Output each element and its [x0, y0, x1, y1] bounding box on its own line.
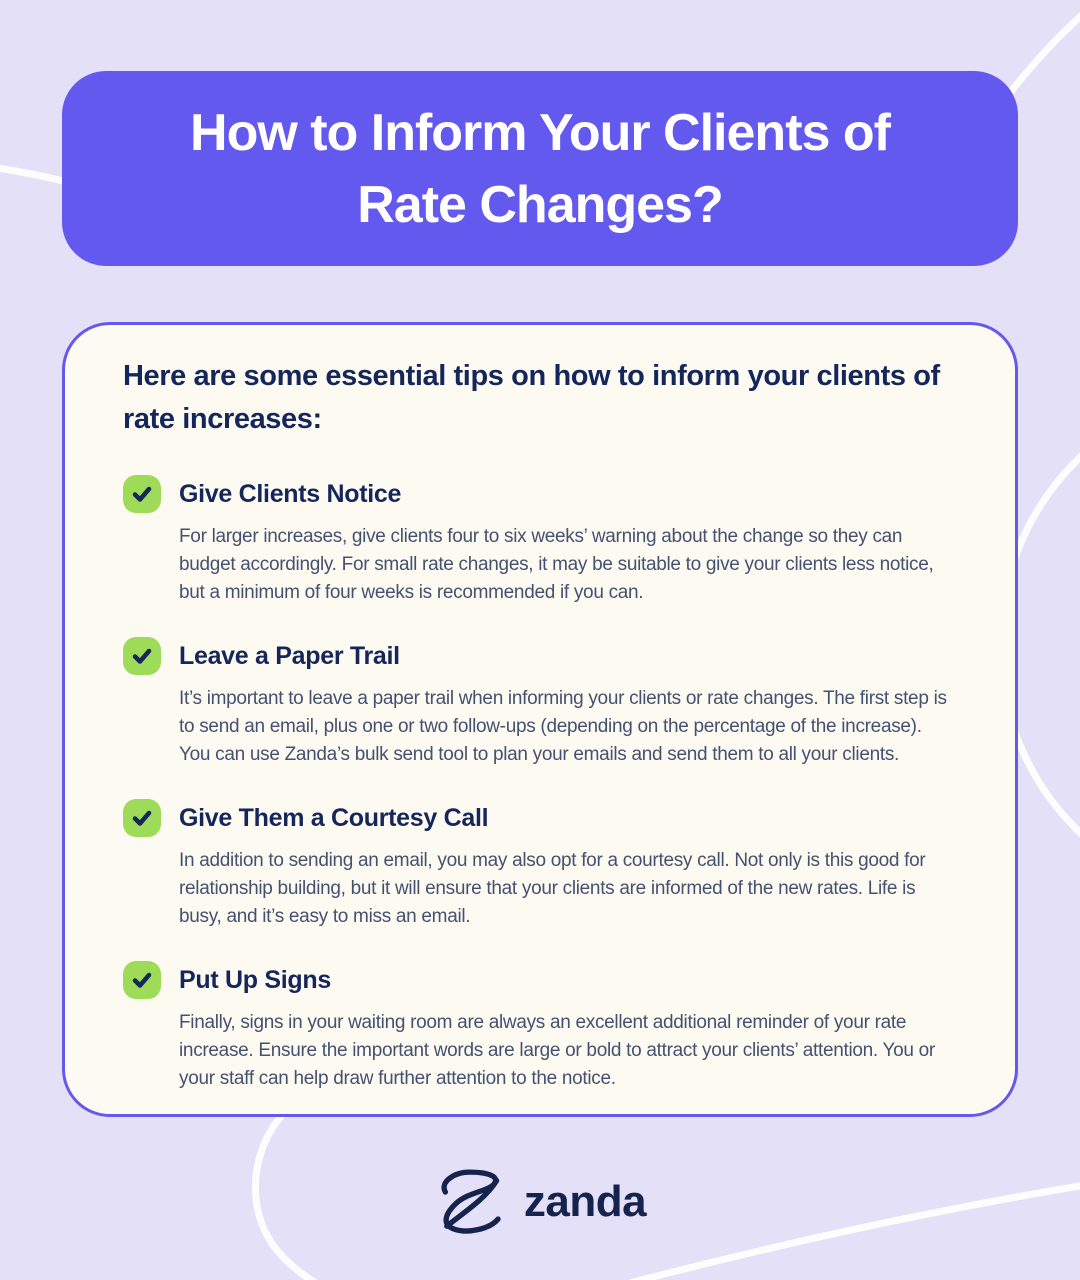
tips-card: Here are some essential tips on how to i… [62, 322, 1018, 1117]
tip-body: In addition to sending an email, you may… [179, 850, 926, 927]
tip-heading: Give Clients Notice [179, 480, 402, 508]
brand-footer: zanda [0, 1152, 1080, 1252]
check-icon [123, 799, 161, 837]
title-banner: How to Inform Your Clients of Rate Change… [62, 71, 1018, 266]
swirl-bottom-right [627, 1182, 1080, 1280]
tip-heading: Put Up Signs [179, 966, 331, 994]
tip-content: Put Up Signs Finally, signs in your wait… [179, 961, 957, 1093]
tip-content: Give Them a Courtesy Call In addition to… [179, 799, 957, 931]
page-title-line2: Rate Changes? [357, 175, 724, 234]
zanda-logo-icon [434, 1166, 508, 1238]
list-item: Give Clients Notice For larger increases… [123, 475, 957, 607]
swirl-bottom-arc [251, 1110, 318, 1280]
page-title: How to Inform Your Clients of Rate Change… [190, 97, 891, 241]
list-item: Give Them a Courtesy Call In addition to… [123, 799, 957, 931]
tip-body: Finally, signs in your waiting room are … [179, 1012, 935, 1089]
check-icon [123, 475, 161, 513]
tip-body: For larger increases, give clients four … [179, 526, 934, 603]
swirl-top-right [1002, 12, 1080, 102]
check-icon [123, 961, 161, 999]
list-item: Put Up Signs Finally, signs in your wait… [123, 961, 957, 1093]
list-item: Leave a Paper Trail It’s important to le… [123, 637, 957, 769]
tip-content: Leave a Paper Trail It’s important to le… [179, 637, 957, 769]
tip-body: It’s important to leave a paper trail wh… [179, 688, 947, 765]
tip-heading: Leave a Paper Trail [179, 642, 400, 670]
check-icon [123, 637, 161, 675]
swirl-left [0, 164, 67, 185]
page-title-line1: How to Inform Your Clients of [190, 103, 891, 162]
card-intro: Here are some essential tips on how to i… [123, 360, 940, 435]
tip-content: Give Clients Notice For larger increases… [179, 475, 957, 607]
brand-name: zanda [523, 1177, 647, 1226]
tip-heading: Give Them a Courtesy Call [179, 804, 489, 832]
